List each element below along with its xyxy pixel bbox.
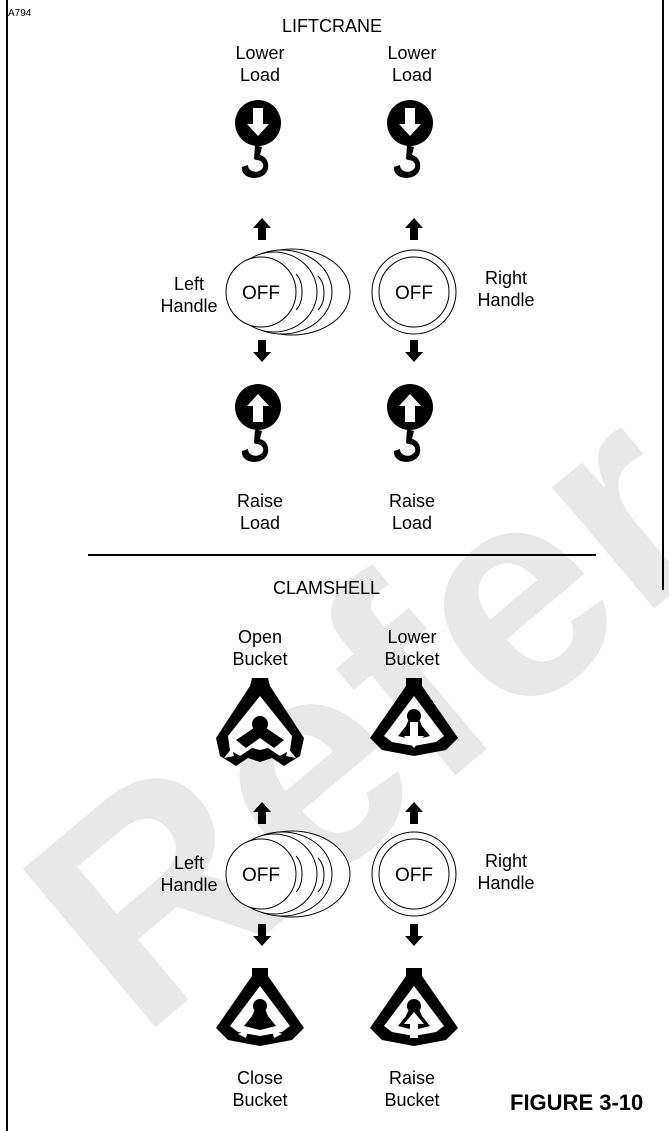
liftcrane-title: LIFTCRANE <box>282 16 383 36</box>
clamshell-top-left-label: Open Bucket <box>232 627 288 669</box>
down-arrow-icon <box>405 340 423 362</box>
clamshell-left-handle-label: Left Handle <box>160 853 218 895</box>
clamshell-bottom-left-label: Close Bucket <box>232 1068 288 1110</box>
reference-code: A794 <box>8 8 32 19</box>
clamshell-top-right-label: Lower Bucket <box>384 627 440 669</box>
liftcrane-top-right-label: Lower Load <box>387 43 437 85</box>
up-arrow-icon <box>405 802 423 824</box>
up-arrow-icon <box>253 218 271 240</box>
liftcrane-bottom-right-label: Raise Load <box>388 491 436 533</box>
up-arrow-icon <box>253 802 271 824</box>
clamshell-right-handle-knob <box>371 831 457 917</box>
liftcrane-right-handle-knob <box>371 249 457 335</box>
lower-bucket-icon <box>370 678 458 756</box>
liftcrane-right-handle-label: Right Handle <box>477 268 535 310</box>
clamshell-left-handle-knob <box>225 830 351 918</box>
lower-load-hook-icon-left <box>235 100 281 178</box>
up-arrow-icon <box>405 218 423 240</box>
frame-left-border <box>6 0 8 1131</box>
down-arrow-icon <box>405 924 423 946</box>
liftcrane-right-knob-label: OFF <box>395 283 433 304</box>
liftcrane-left-handle-label: Left Handle <box>160 274 218 316</box>
figure-label: FIGURE 3-10 <box>510 1090 644 1115</box>
raise-bucket-icon <box>370 968 458 1046</box>
liftcrane-left-handle-knob <box>225 248 351 336</box>
raise-load-hook-icon-right <box>387 384 433 462</box>
clamshell-left-knob-label: OFF <box>242 865 280 886</box>
liftcrane-top-left-label: Lower Load <box>235 43 285 85</box>
down-arrow-icon <box>253 924 271 946</box>
section-divider <box>88 554 596 556</box>
open-bucket-icon <box>216 678 304 766</box>
frame-right-border <box>662 0 664 590</box>
clamshell-right-knob-label: OFF <box>395 865 433 886</box>
clamshell-right-handle-label: Right Handle <box>477 851 535 893</box>
raise-load-hook-icon-left <box>235 384 281 462</box>
close-bucket-icon <box>216 968 304 1046</box>
lower-load-hook-icon-right <box>387 100 433 178</box>
liftcrane-left-knob-label: OFF <box>242 283 280 304</box>
liftcrane-bottom-left-label: Raise Load <box>236 491 284 533</box>
down-arrow-icon <box>253 340 271 362</box>
clamshell-bottom-right-label: Raise Bucket <box>384 1068 440 1110</box>
clamshell-title: CLAMSHELL <box>273 578 381 598</box>
